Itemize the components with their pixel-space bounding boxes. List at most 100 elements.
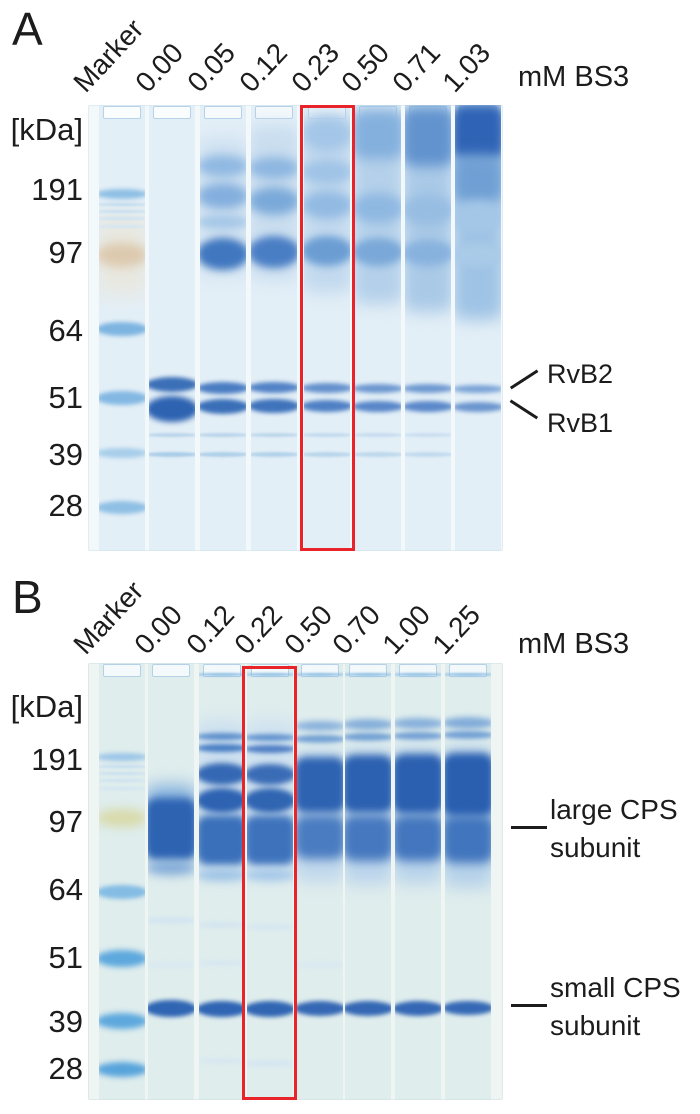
rvb1-label: RvB1 <box>547 408 614 438</box>
gel-lane <box>99 105 145 551</box>
gel-band <box>445 753 491 817</box>
gel-band <box>200 452 246 457</box>
gel-band <box>99 203 145 206</box>
gel-band <box>99 765 145 768</box>
gel-band <box>99 189 145 199</box>
gel-band <box>395 732 441 740</box>
gel-band <box>405 452 451 457</box>
gel-band <box>251 187 297 215</box>
gel-lane <box>445 663 491 1100</box>
gel-band <box>199 788 245 813</box>
gel-band <box>405 195 451 225</box>
gel-band <box>99 322 145 336</box>
gel-band <box>455 243 501 267</box>
gel-band <box>99 1062 145 1077</box>
gel-band <box>355 238 401 266</box>
gel-band <box>355 193 401 223</box>
gel-band <box>200 183 246 209</box>
gel-band <box>345 1001 391 1016</box>
gel-band <box>405 433 451 437</box>
gel-band <box>445 815 491 863</box>
gel-lane <box>148 663 194 1100</box>
mw-label: 97 <box>48 235 83 270</box>
gel-band <box>99 779 145 782</box>
gel-well <box>255 106 293 119</box>
gel-band <box>199 961 245 965</box>
mw-label: 64 <box>48 872 83 907</box>
gel-band <box>251 399 297 413</box>
gel-lane <box>247 663 293 1100</box>
gel-band <box>297 757 343 813</box>
gel-band <box>304 191 350 219</box>
gel-band <box>247 815 293 865</box>
small-cps-tick-line <box>511 1004 547 1007</box>
gel-band <box>297 963 343 967</box>
large-cps-label: large CPS subunit <box>550 791 678 867</box>
gel-well <box>204 106 242 119</box>
gel-band <box>148 918 194 923</box>
mw-label: 191 <box>31 742 83 777</box>
mw-label: 51 <box>48 940 83 975</box>
gel-band <box>405 401 451 412</box>
mw-label: 28 <box>48 488 83 523</box>
gel-band <box>99 217 145 220</box>
gel-well <box>152 664 190 677</box>
lane-label: 0.12 <box>233 36 294 98</box>
lane-label: 1.25 <box>426 598 487 660</box>
gel-band <box>99 772 145 775</box>
gel-band <box>99 448 145 458</box>
gel-band <box>149 396 195 422</box>
lane-label: 0.05 <box>181 36 242 98</box>
gel-band <box>405 108 451 166</box>
gel-band <box>199 1059 245 1063</box>
gel-band <box>405 384 451 393</box>
gel-band <box>247 788 293 813</box>
lane-label: 0.22 <box>228 598 289 660</box>
gel-band <box>297 721 343 731</box>
gel-band <box>200 433 246 437</box>
gel-band <box>99 391 145 405</box>
gel-band <box>99 501 145 514</box>
gel-band <box>355 401 401 412</box>
gel-band <box>455 402 501 412</box>
lane-label: 1.03 <box>436 36 497 98</box>
gel-band <box>199 763 245 785</box>
gel-band <box>345 673 391 676</box>
molecular-weight-axis-a: [kDa] 191 97 64 51 39 28 <box>0 0 83 560</box>
gel-image-a <box>88 105 503 551</box>
gel-lane <box>304 105 350 551</box>
mw-label: 39 <box>48 1004 83 1039</box>
gel-band <box>445 673 491 676</box>
lane-label: 0.50 <box>278 598 339 660</box>
gel-band <box>149 433 195 437</box>
gel-band <box>251 236 297 268</box>
small-cps-label: small CPS subunit <box>550 969 681 1045</box>
mw-label: 39 <box>48 437 83 472</box>
small-cps-label-line1: small CPS <box>550 972 681 1003</box>
gel-band <box>149 452 195 457</box>
gel-band <box>200 382 246 394</box>
gel-lane <box>297 663 343 1100</box>
lane-label: 1.00 <box>376 598 437 660</box>
gel-band <box>345 733 391 741</box>
gel-lane <box>405 105 451 551</box>
lane-label: 0.23 <box>285 36 346 98</box>
kda-header: [kDa] <box>10 112 83 147</box>
gel-band <box>297 735 343 743</box>
gel-lane <box>395 663 441 1100</box>
gel-band <box>297 815 343 859</box>
gel-band <box>99 210 145 213</box>
mw-label: 28 <box>48 1051 83 1086</box>
gel-band <box>199 815 245 865</box>
rvb2-tick-line <box>509 369 539 390</box>
gel-band <box>247 673 293 676</box>
gel-band <box>345 815 391 861</box>
gel-band <box>395 673 441 676</box>
gel-band <box>199 869 245 881</box>
large-cps-tick-line <box>511 826 547 829</box>
gel-band <box>455 201 501 233</box>
gel-band <box>304 433 350 437</box>
mw-label: 51 <box>48 380 83 415</box>
mw-label: 191 <box>31 172 83 207</box>
gel-band <box>200 155 246 177</box>
